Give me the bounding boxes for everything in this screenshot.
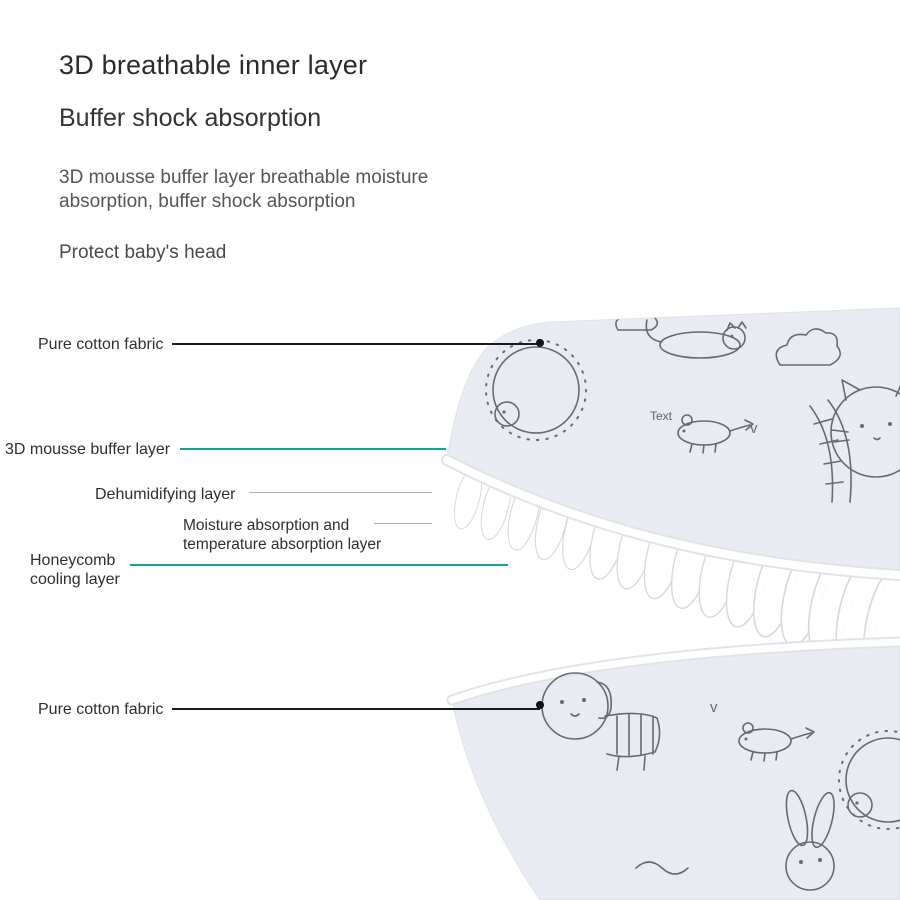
leader-dot-pure-cotton-top	[536, 339, 544, 347]
top-fabric: Text v	[441, 307, 900, 581]
label-dehumidifying: Dehumidifying layer	[95, 486, 236, 503]
page-title: 3D breathable inner layer	[59, 50, 368, 81]
hedgehog-doodle	[485, 339, 587, 441]
description-text: 3D mousse buffer layer breathable moistu…	[59, 167, 429, 212]
leader-line-mousse-buffer	[180, 448, 446, 450]
label-honeycomb-cooling: Honeycomb cooling layer	[30, 552, 120, 589]
checkmark-doodle-bottom: v	[710, 699, 718, 716]
bottom-fabric: v	[446, 636, 900, 900]
leader-line-honeycomb-cooling	[130, 564, 508, 566]
label-pure-cotton-bottom: Pure cotton fabric	[38, 701, 164, 718]
label-mousse-buffer: 3D mousse buffer layer	[5, 441, 171, 458]
leader-line-moisture-temperature	[374, 523, 432, 524]
label-pure-cotton-top: Pure cotton fabric	[38, 336, 164, 353]
rabbit-doodle	[785, 789, 835, 891]
page-subtitle: Buffer shock absorption	[59, 103, 322, 132]
leader-line-pure-cotton-bottom	[172, 708, 540, 710]
leader-dot-pure-cotton-bottom	[536, 701, 544, 709]
tagline-text: Protect baby's head	[59, 242, 227, 263]
leader-line-pure-cotton-top	[172, 343, 540, 345]
label-moisture-temperature: Moisture absorption and temperature abso…	[183, 517, 382, 553]
striped-tail-doodle	[809, 399, 852, 503]
checkmark-doodle-top: v	[750, 420, 758, 437]
squiggle-doodle	[635, 861, 689, 875]
hedgehog-doodle-bottom	[838, 730, 900, 830]
leader-line-dehumidifying	[249, 492, 432, 493]
doodle-text-label: Text	[650, 409, 673, 423]
mouse-doodle-bottom	[738, 722, 815, 762]
mouse-doodle	[677, 414, 754, 454]
cat-doodle	[645, 319, 747, 359]
